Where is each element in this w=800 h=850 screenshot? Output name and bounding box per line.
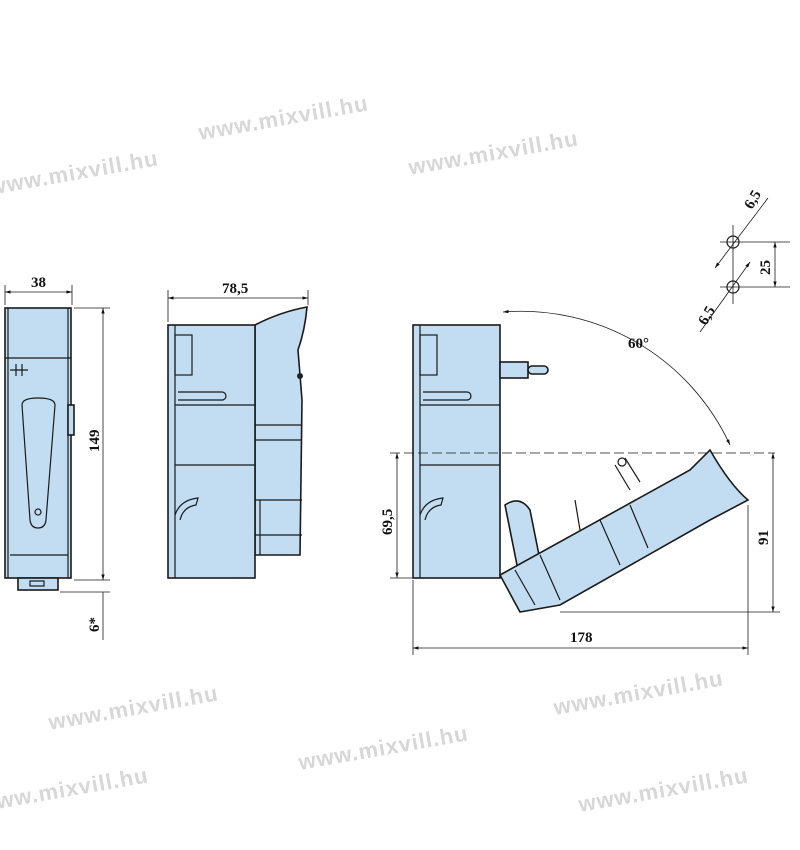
watermark: www.mixvill.hu: [406, 125, 581, 180]
dim-open-total-height: 91: [756, 530, 772, 545]
side-view: 78,5: [167, 281, 309, 579]
dim-hole-spacing: 25: [758, 260, 774, 275]
dim-front-foot: 6*: [87, 617, 103, 632]
watermarks: www.mixvill.hu www.mixvill.hu www.mixvil…: [0, 90, 750, 817]
watermark: www.mixvill.hu: [296, 720, 471, 775]
dim-hole-bottom: 6,5: [696, 304, 719, 328]
dim-front-width: 38: [31, 275, 46, 291]
dim-hole-top: 6,5: [742, 188, 765, 212]
mounting-holes-detail: 25 6,5 6,5: [696, 188, 790, 333]
watermark: www.mixvill.hu: [0, 145, 160, 200]
dim-open-height: 69,5: [380, 509, 396, 535]
open-handle: [498, 448, 750, 613]
watermark: www.mixvill.hu: [0, 762, 150, 817]
watermark: www.mixvill.hu: [196, 90, 371, 145]
dim-side-depth: 78,5: [222, 281, 248, 297]
open-view: 60° 69,5 91 178: [380, 309, 780, 655]
watermark: www.mixvill.hu: [551, 665, 726, 720]
handle-outline: [21, 397, 56, 529]
dim-open-length: 178: [570, 630, 593, 646]
watermark: www.mixvill.hu: [576, 762, 751, 817]
watermark: www.mixvill.hu: [46, 680, 221, 735]
dim-front-height: 149: [87, 430, 103, 453]
dim-open-angle: 60°: [628, 336, 649, 352]
front-view: 38 149 6*: [4, 275, 110, 640]
